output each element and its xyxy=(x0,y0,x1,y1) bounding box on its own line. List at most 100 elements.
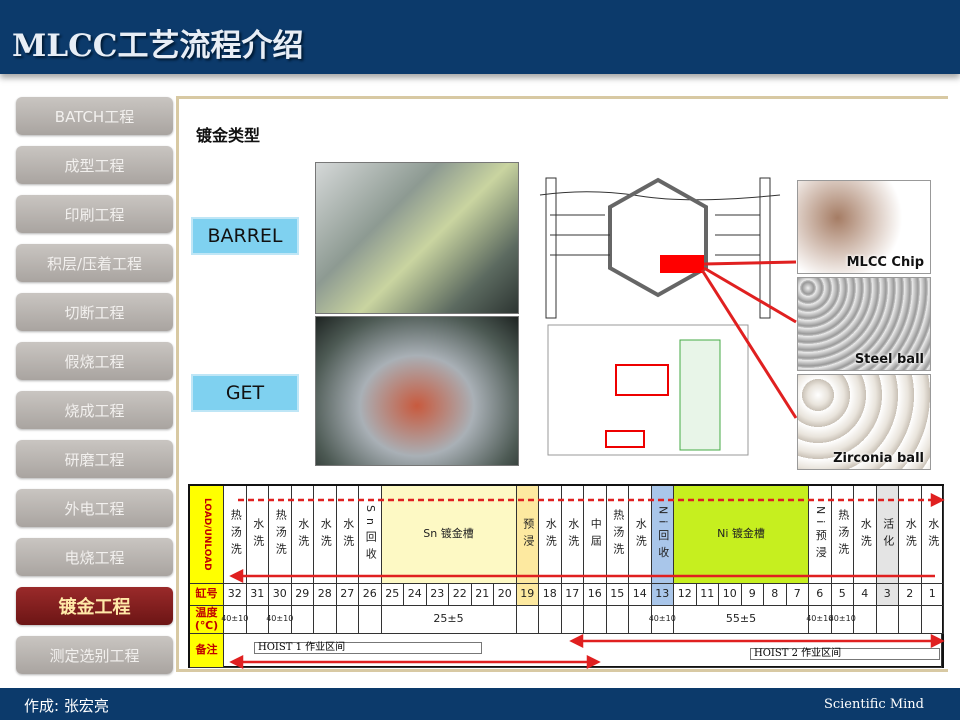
tank-number-cell: 31 xyxy=(246,584,269,606)
get-photo xyxy=(315,316,519,466)
tank-number-cell: 8 xyxy=(764,584,787,606)
flow-arrows xyxy=(229,492,945,670)
temperature-cell xyxy=(291,606,314,634)
get-label: GET xyxy=(191,374,299,412)
tank-number-cell: 29 xyxy=(291,584,314,606)
tank-number-cell: 6 xyxy=(809,584,832,606)
sidebar-item[interactable]: 测定选别工程 xyxy=(16,636,173,674)
sidebar-item[interactable]: 积层/压着工程 xyxy=(16,244,173,282)
zirconia-ball-image: Zirconia ball xyxy=(797,374,931,470)
section-title: 镀金类型 xyxy=(196,126,261,145)
process-cell: 活化 xyxy=(876,486,899,584)
sidebar-item[interactable]: BATCH工程 xyxy=(16,97,173,135)
process-cell: 水洗 xyxy=(561,486,584,584)
tank-number-cell: 27 xyxy=(336,584,359,606)
temperature-cell xyxy=(921,606,944,634)
barrel-hexagon xyxy=(608,177,708,298)
mlcc-chip-image: MLCC Chip xyxy=(797,180,931,274)
temperature-cell xyxy=(584,606,607,634)
temperature-cell xyxy=(539,606,562,634)
sidebar-item[interactable]: 外电工程 xyxy=(16,489,173,527)
barrel-photo xyxy=(315,162,519,314)
process-cell: 水洗 xyxy=(336,486,359,584)
sidebar-item[interactable]: 成型工程 xyxy=(16,146,173,184)
tank-number-cell: 18 xyxy=(539,584,562,606)
brand: Scientific Mind xyxy=(823,697,924,712)
tank-number-cell: 2 xyxy=(899,584,922,606)
steel-ball-image: Steel ball xyxy=(797,277,931,371)
temperature-label: 温度(℃) xyxy=(190,606,224,634)
tank-number-cell: 13 xyxy=(651,584,674,606)
tank-number-cell: 22 xyxy=(449,584,472,606)
temperature-cell: 40±10 xyxy=(829,606,856,634)
sidebar-item[interactable]: 印刷工程 xyxy=(16,195,173,233)
author: 作成: 张宏亮 xyxy=(24,697,109,715)
process-cell: Sn回收 xyxy=(359,486,382,584)
process-cell: Ni预浸 xyxy=(809,486,832,584)
tank-number-cell: 23 xyxy=(426,584,449,606)
process-cell: 水洗 xyxy=(629,486,652,584)
tank-number-cell: 11 xyxy=(696,584,719,606)
tank-number-cell: 16 xyxy=(584,584,607,606)
tank-temperature-cell: 25±5 xyxy=(381,606,517,634)
process-cell: 水洗 xyxy=(921,486,944,584)
tank-number-label: 缸号 xyxy=(190,584,224,606)
barrel-plating-diagram xyxy=(539,177,798,456)
tank-number-cell: 19 xyxy=(516,584,539,606)
process-cell: 水洗 xyxy=(246,486,269,584)
tank-number-cell: 24 xyxy=(404,584,427,606)
tank-number-cell: 4 xyxy=(854,584,877,606)
tank-number-cell: 3 xyxy=(876,584,899,606)
tank-number-cell: 17 xyxy=(561,584,584,606)
sidebar-item[interactable]: 镀金工程 xyxy=(16,587,173,625)
sidebar-item[interactable]: 电烧工程 xyxy=(16,538,173,576)
process-cell: 热汤洗 xyxy=(606,486,629,584)
tank-number-cell: 30 xyxy=(269,584,292,606)
temperature-cell xyxy=(854,606,877,634)
process-cell: 水洗 xyxy=(539,486,562,584)
chip-highlight xyxy=(660,255,704,273)
temperature-cell xyxy=(336,606,359,634)
note-row xyxy=(224,634,942,668)
tank-number-cell: 9 xyxy=(741,584,764,606)
tank-number-cell: 10 xyxy=(719,584,742,606)
temperature-cell xyxy=(899,606,922,634)
sidebar-item[interactable]: 烧成工程 xyxy=(16,391,173,429)
plating-tank-cell: Ni 镀金槽 xyxy=(674,486,809,584)
sidebar-item[interactable]: 研磨工程 xyxy=(16,440,173,478)
process-cell: 热汤洗 xyxy=(831,486,854,584)
temperature-cell: 40±10 xyxy=(266,606,293,634)
tank-number-cell: 32 xyxy=(224,584,247,606)
hoist-2-range-label: HOIST 2 作业区间 xyxy=(750,648,940,660)
tank-temperature-cell: 55±5 xyxy=(674,606,809,634)
process-cell: 预浸 xyxy=(516,486,539,584)
process-cell: 热汤洗 xyxy=(269,486,292,584)
temperature-cell xyxy=(876,606,899,634)
process-cell: 水洗 xyxy=(899,486,922,584)
hoist-1-range-label: HOIST 1 作业区间 xyxy=(254,642,482,654)
tank-number-cell: 7 xyxy=(786,584,809,606)
tank-number-cell: 12 xyxy=(674,584,697,606)
tank-number-cell: 25 xyxy=(381,584,404,606)
tank-number-cell: 28 xyxy=(314,584,337,606)
mlcc-chip-label: MLCC Chip xyxy=(846,255,924,270)
sidebar-item[interactable]: 假烧工程 xyxy=(16,342,173,380)
sidebar-item[interactable]: 切断工程 xyxy=(16,293,173,331)
steel-ball-label: Steel ball xyxy=(854,352,924,367)
tank-number-cell: 15 xyxy=(606,584,629,606)
process-cell: Ni回收 xyxy=(651,486,674,584)
tank-number-cell: 5 xyxy=(831,584,854,606)
barrel-label: BARREL xyxy=(191,217,299,255)
process-cell: 水洗 xyxy=(291,486,314,584)
page-title: MLCC工艺流程介绍 xyxy=(12,28,304,64)
load-unload-label: LOAD/UNLOAD xyxy=(190,486,224,584)
temperature-cell: 40±10 xyxy=(221,606,248,634)
temperature-cell xyxy=(359,606,382,634)
process-cell: 水洗 xyxy=(854,486,877,584)
header-bar: MLCC工艺流程介绍 xyxy=(0,0,960,74)
process-cell: 热汤洗 xyxy=(224,486,247,584)
process-cell: 水洗 xyxy=(314,486,337,584)
temperature-cell: 40±10 xyxy=(806,606,833,634)
footer-bar: 作成: 张宏亮 Scientific Mind xyxy=(0,688,960,720)
